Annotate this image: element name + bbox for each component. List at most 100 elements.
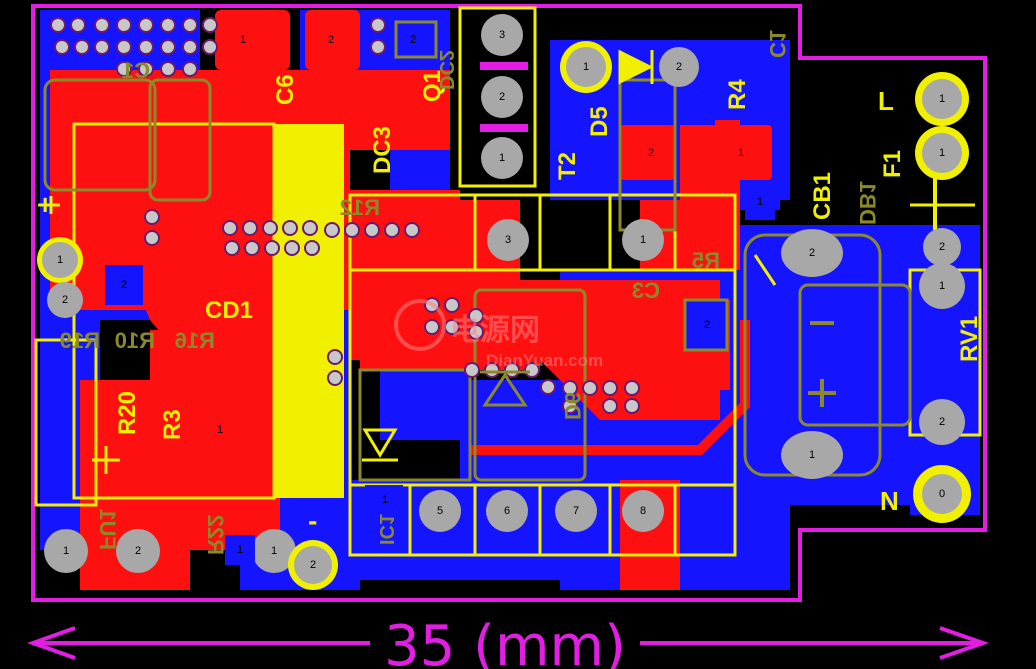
svg-text:1: 1 xyxy=(583,61,589,73)
svg-text:1: 1 xyxy=(382,494,388,506)
label-c6: C6 xyxy=(272,74,299,105)
cb1-pad-1 xyxy=(781,431,843,479)
svg-text:2: 2 xyxy=(135,545,141,557)
label-d6: D6 xyxy=(560,392,585,420)
r17-pad-1 xyxy=(44,529,88,573)
svg-text:1: 1 xyxy=(939,93,945,105)
svg-text:1: 1 xyxy=(57,254,63,266)
cd1-body xyxy=(274,124,344,498)
svg-text:2: 2 xyxy=(809,247,815,259)
tf-pad-5 xyxy=(419,490,461,532)
t2-pad-1 xyxy=(481,137,523,179)
label-r12: R12 xyxy=(340,195,380,220)
tf-pad-6 xyxy=(486,490,528,532)
svg-text:2: 2 xyxy=(310,559,316,571)
diode-symbols xyxy=(362,49,654,462)
dimension-label: 35 (mm) xyxy=(384,614,626,669)
label-cd1: CD1 xyxy=(205,297,253,324)
vias xyxy=(50,17,640,414)
svg-text:1: 1 xyxy=(271,545,277,557)
t2-pad-3 xyxy=(481,14,523,56)
svg-text:2: 2 xyxy=(62,294,68,306)
board-outline xyxy=(31,4,987,602)
tf-pad-1 xyxy=(622,219,664,261)
svg-text:2: 2 xyxy=(939,416,945,428)
svg-text:1: 1 xyxy=(240,34,246,46)
watermark-chinese: 电源网 xyxy=(450,314,540,347)
label-l: L xyxy=(878,86,894,116)
svg-text:2: 2 xyxy=(121,279,127,291)
pad-numbers: 3 2 1 1 2 2 1 1 2 2 1 1 2 1 2 1 2 0 3 1 … xyxy=(57,29,945,571)
svg-text:1: 1 xyxy=(809,449,815,461)
rv1-pad-1 xyxy=(919,263,965,309)
svg-text:1: 1 xyxy=(63,545,69,557)
tf-pad-8 xyxy=(622,490,664,532)
svg-text:7: 7 xyxy=(573,505,579,517)
label-r5: R5 xyxy=(692,248,720,273)
t2-pad-3-num: 3 xyxy=(499,29,505,41)
label-c1b: C1 xyxy=(765,30,790,58)
svg-text:0: 0 xyxy=(939,488,945,500)
d5-pad-2 xyxy=(659,47,699,87)
svg-text:2: 2 xyxy=(939,241,945,253)
svg-text:2: 2 xyxy=(328,34,334,46)
svg-text:1: 1 xyxy=(757,196,763,208)
label-c3: C3 xyxy=(632,278,660,303)
label-c1: C1 xyxy=(122,58,150,83)
label-r22: R22 xyxy=(203,515,228,555)
smd-pads xyxy=(105,20,780,565)
svg-text:2: 2 xyxy=(499,91,505,103)
label-rv1: RV1 xyxy=(956,316,983,362)
watermark-latin: DianYuan.com xyxy=(486,351,603,370)
t2-pad-2 xyxy=(481,76,523,118)
cb1-polarity xyxy=(808,321,836,407)
r17-pad-2 xyxy=(116,529,160,573)
svg-text:2: 2 xyxy=(410,34,416,46)
label-n: N xyxy=(880,486,899,516)
diode-symbols-olive xyxy=(480,370,530,407)
svg-text:2: 2 xyxy=(648,147,654,159)
svg-text:1: 1 xyxy=(939,280,945,292)
n-pad xyxy=(922,474,962,514)
label-r4: R4 xyxy=(724,79,751,110)
label-t2: T2 xyxy=(554,152,581,180)
r22-pad-1 xyxy=(252,529,296,573)
label-r10: R10 xyxy=(115,328,155,353)
d5-pad-1 xyxy=(566,47,606,87)
svg-text:1: 1 xyxy=(640,234,646,246)
label-dc2: DC2 xyxy=(435,50,457,90)
svg-text:1: 1 xyxy=(939,147,945,159)
label-cb1: CB1 xyxy=(809,172,836,220)
svg-text:6: 6 xyxy=(504,505,510,517)
label-r3: R3 xyxy=(159,409,186,440)
label-minus: - xyxy=(308,505,317,536)
svg-text:1: 1 xyxy=(499,152,505,164)
t2-pad-divider-2 xyxy=(480,124,528,132)
svg-text:2: 2 xyxy=(676,61,682,73)
label-dc3: DC3 xyxy=(369,126,396,174)
svg-text:8: 8 xyxy=(640,505,646,517)
label-f1: F1 xyxy=(879,150,906,178)
cap-pad-1 xyxy=(42,242,78,278)
label-plus: + xyxy=(37,189,53,220)
label-q1: Q1 xyxy=(419,70,446,102)
tf-pad-3 xyxy=(487,219,529,261)
cb1-pad-2 xyxy=(781,229,843,277)
watermark: 电源网 DianYuan.com xyxy=(394,299,603,370)
svg-text:5: 5 xyxy=(437,505,443,517)
label-r16: R16 xyxy=(175,328,215,353)
r22-pad-2 xyxy=(294,546,332,584)
rv1-pad-2 xyxy=(919,399,965,445)
bottom-labels: C1 DC2 C1 C3 R5 R19 R10 R16 D6 R22 IC1 D… xyxy=(60,30,880,555)
svg-text:1: 1 xyxy=(738,147,744,159)
label-r20: R20 xyxy=(114,391,141,435)
t2-pad-divider-1 xyxy=(480,62,528,70)
f1-pad xyxy=(922,133,962,173)
svg-text:1: 1 xyxy=(237,544,243,556)
rv1-pad-top xyxy=(923,228,961,266)
dimension-annotation xyxy=(27,626,990,660)
polarity-marks xyxy=(42,196,777,474)
l-pad xyxy=(922,79,962,119)
